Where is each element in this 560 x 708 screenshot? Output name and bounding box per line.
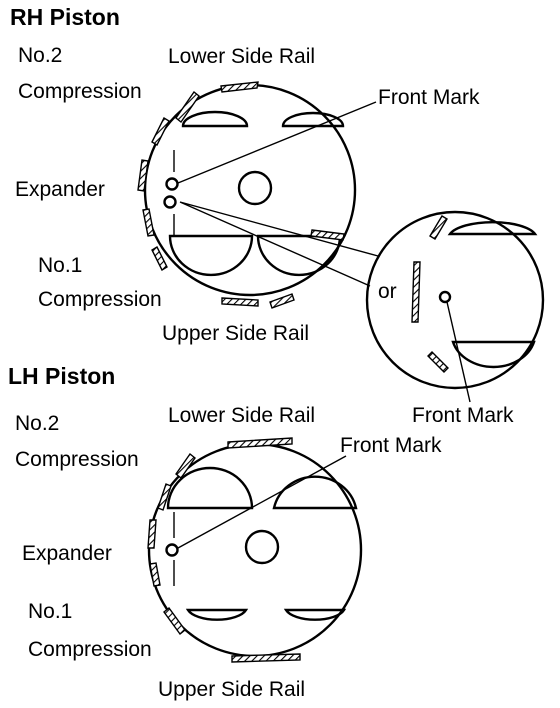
- rh-valve-relief-lower-right: [256, 234, 342, 277]
- rh-detail-or-label: or: [378, 280, 397, 303]
- lh-valve-relief-upper-left: [166, 466, 254, 510]
- lh-valve-relief-lower-right: [283, 608, 347, 621]
- lh-valve-relief-lower-left: [185, 608, 249, 621]
- lh-front-mark-leader: [177, 455, 347, 549]
- rh-no2-label: No.2: [18, 44, 62, 67]
- lh-front-mark-label: Front Mark: [340, 434, 442, 457]
- rh-rail-lower-left1: [175, 90, 200, 124]
- lh-front-mark-dot: [165, 543, 179, 557]
- rh-detail-front-mark-label: Front Mark: [412, 404, 514, 427]
- lh-no1-compression-label: Compression: [28, 638, 152, 661]
- rh-no1-label: No.1: [38, 254, 82, 277]
- lh-lower-side-rail-label: Lower Side Rail: [168, 404, 315, 427]
- lh-pin-boss: [244, 529, 280, 565]
- lh-rail-left-upper: [157, 483, 172, 511]
- rh-upper-side-rail-label: Upper Side Rail: [162, 322, 309, 345]
- rh-piston: RH Piston No.2 Compression Lower Side Ra…: [10, 4, 545, 427]
- rh-front-mark-label: Front Mark: [378, 86, 480, 109]
- lh-rail-lower-top: [227, 437, 293, 449]
- rh-no1-compression-label: Compression: [38, 288, 162, 311]
- rh-rail-upper-bottom-right: [269, 293, 295, 309]
- lh-no2-compression-label: Compression: [15, 448, 139, 471]
- lh-rail-upper-bottom: [231, 653, 301, 663]
- rh-detail-relief-bottom: [451, 340, 536, 369]
- rh-detail-rail-bottom: [427, 351, 449, 373]
- rh-detail-relief-top: [447, 220, 538, 236]
- rh-rail-right-low: [310, 229, 345, 241]
- rh-valve-relief-upper-right: [281, 111, 345, 128]
- rh-valve-relief-lower-left: [168, 234, 254, 277]
- rh-pin-boss: [237, 170, 273, 206]
- rh-detail-front-mark-dot: [438, 290, 452, 304]
- rh-rail-left-mid: [151, 117, 170, 146]
- rh-piston-title: RH Piston: [10, 4, 120, 30]
- rh-rail-left-lower: [142, 208, 155, 237]
- rh-rail-bottom-left: [151, 246, 168, 271]
- rh-detail-rail-top: [429, 215, 448, 240]
- lh-rail-left-top: [175, 452, 196, 480]
- rh-rail-upper-bottom: [221, 297, 259, 307]
- lh-upper-side-rail-label: Upper Side Rail: [158, 678, 305, 701]
- rh-front-mark-leader: [177, 101, 377, 184]
- rh-front-mark-dot-alt: [163, 195, 177, 209]
- lh-rail-left-lower: [149, 562, 161, 587]
- lh-piston: LH Piston No.2 Compression Lower Side Ra…: [8, 363, 442, 701]
- lh-rail-bottom-left: [163, 606, 186, 636]
- rh-no2-compression-label: Compression: [18, 80, 142, 103]
- lh-expander-label: Expander: [22, 542, 112, 565]
- rh-rail-lower-top: [220, 81, 259, 93]
- rh-expander-label: Expander: [15, 178, 105, 201]
- rh-detail-circle: [365, 210, 545, 390]
- lh-no1-label: No.1: [28, 600, 72, 623]
- lh-rail-left-mid: [147, 519, 157, 549]
- rh-detail-wedge: [179, 201, 379, 287]
- lh-valve-relief-upper-right: [272, 475, 358, 510]
- rh-detail-rail-mid: [411, 261, 421, 323]
- rh-lower-side-rail-label: Lower Side Rail: [168, 45, 315, 68]
- lh-no2-label: No.2: [15, 412, 59, 435]
- rh-valve-relief-upper-left: [181, 110, 249, 128]
- rh-detail-front-mark-leader: [446, 301, 471, 403]
- lh-piston-title: LH Piston: [8, 363, 115, 389]
- rh-rail-left-expander: [137, 159, 149, 192]
- rh-front-mark-dot: [165, 177, 179, 191]
